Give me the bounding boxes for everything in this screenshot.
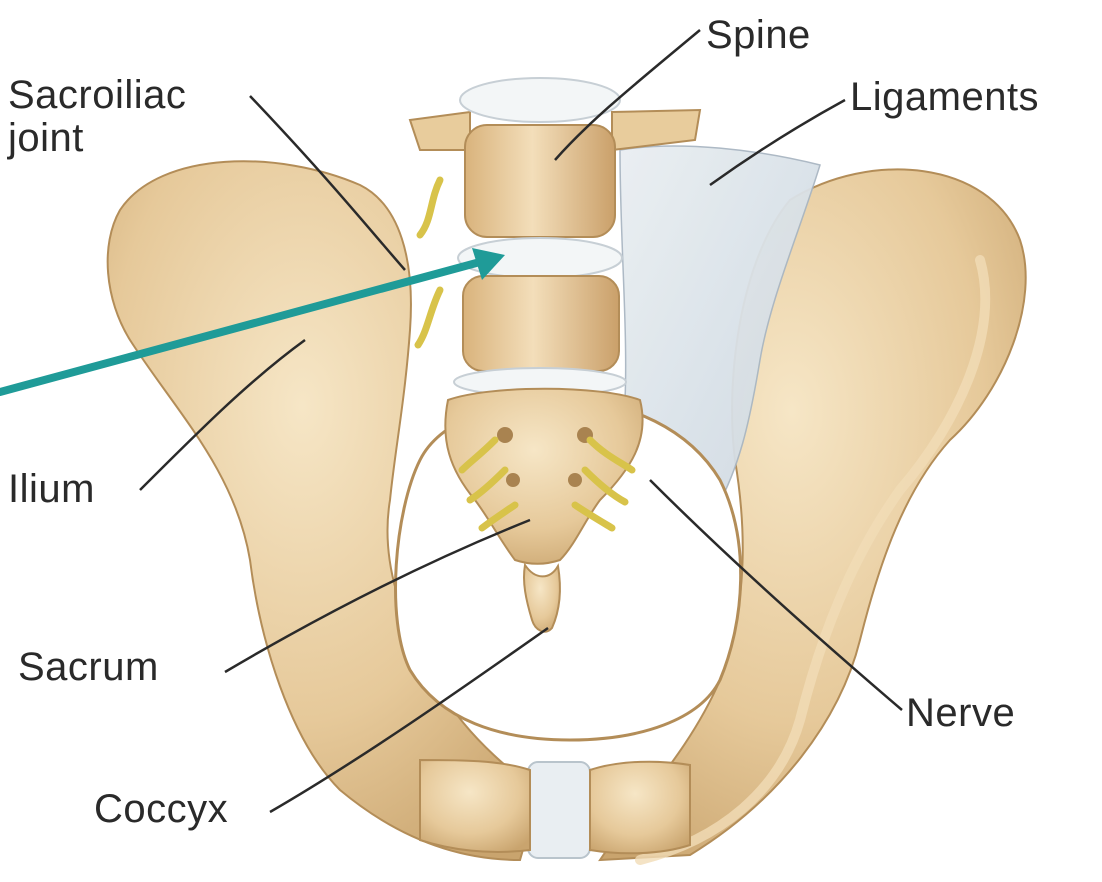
- pubic-bone-left: [420, 760, 530, 852]
- transverse-process: [612, 110, 700, 150]
- vertebra-upper: [465, 125, 615, 237]
- pubic-bone-right: [590, 762, 690, 854]
- label-coccyx: Coccyx: [94, 788, 228, 831]
- label-nerve: Nerve: [906, 692, 1015, 735]
- label-ligaments: Ligaments: [850, 76, 1039, 119]
- label-sacroiliac-joint: Sacroiliac joint: [8, 74, 248, 160]
- label-ilium: Ilium: [8, 468, 95, 511]
- label-spine: Spine: [706, 14, 811, 57]
- pubic-symphysis: [528, 762, 590, 858]
- sacral-foramen: [568, 473, 582, 487]
- vertebra-lower: [463, 276, 619, 371]
- nerve-root: [418, 290, 440, 345]
- nerve-root: [420, 180, 440, 235]
- intervertebral-disc-upper: [460, 78, 620, 122]
- sacral-foramen: [497, 427, 513, 443]
- transverse-process: [410, 112, 470, 150]
- sacral-foramen: [506, 473, 520, 487]
- label-sacrum: Sacrum: [18, 646, 159, 689]
